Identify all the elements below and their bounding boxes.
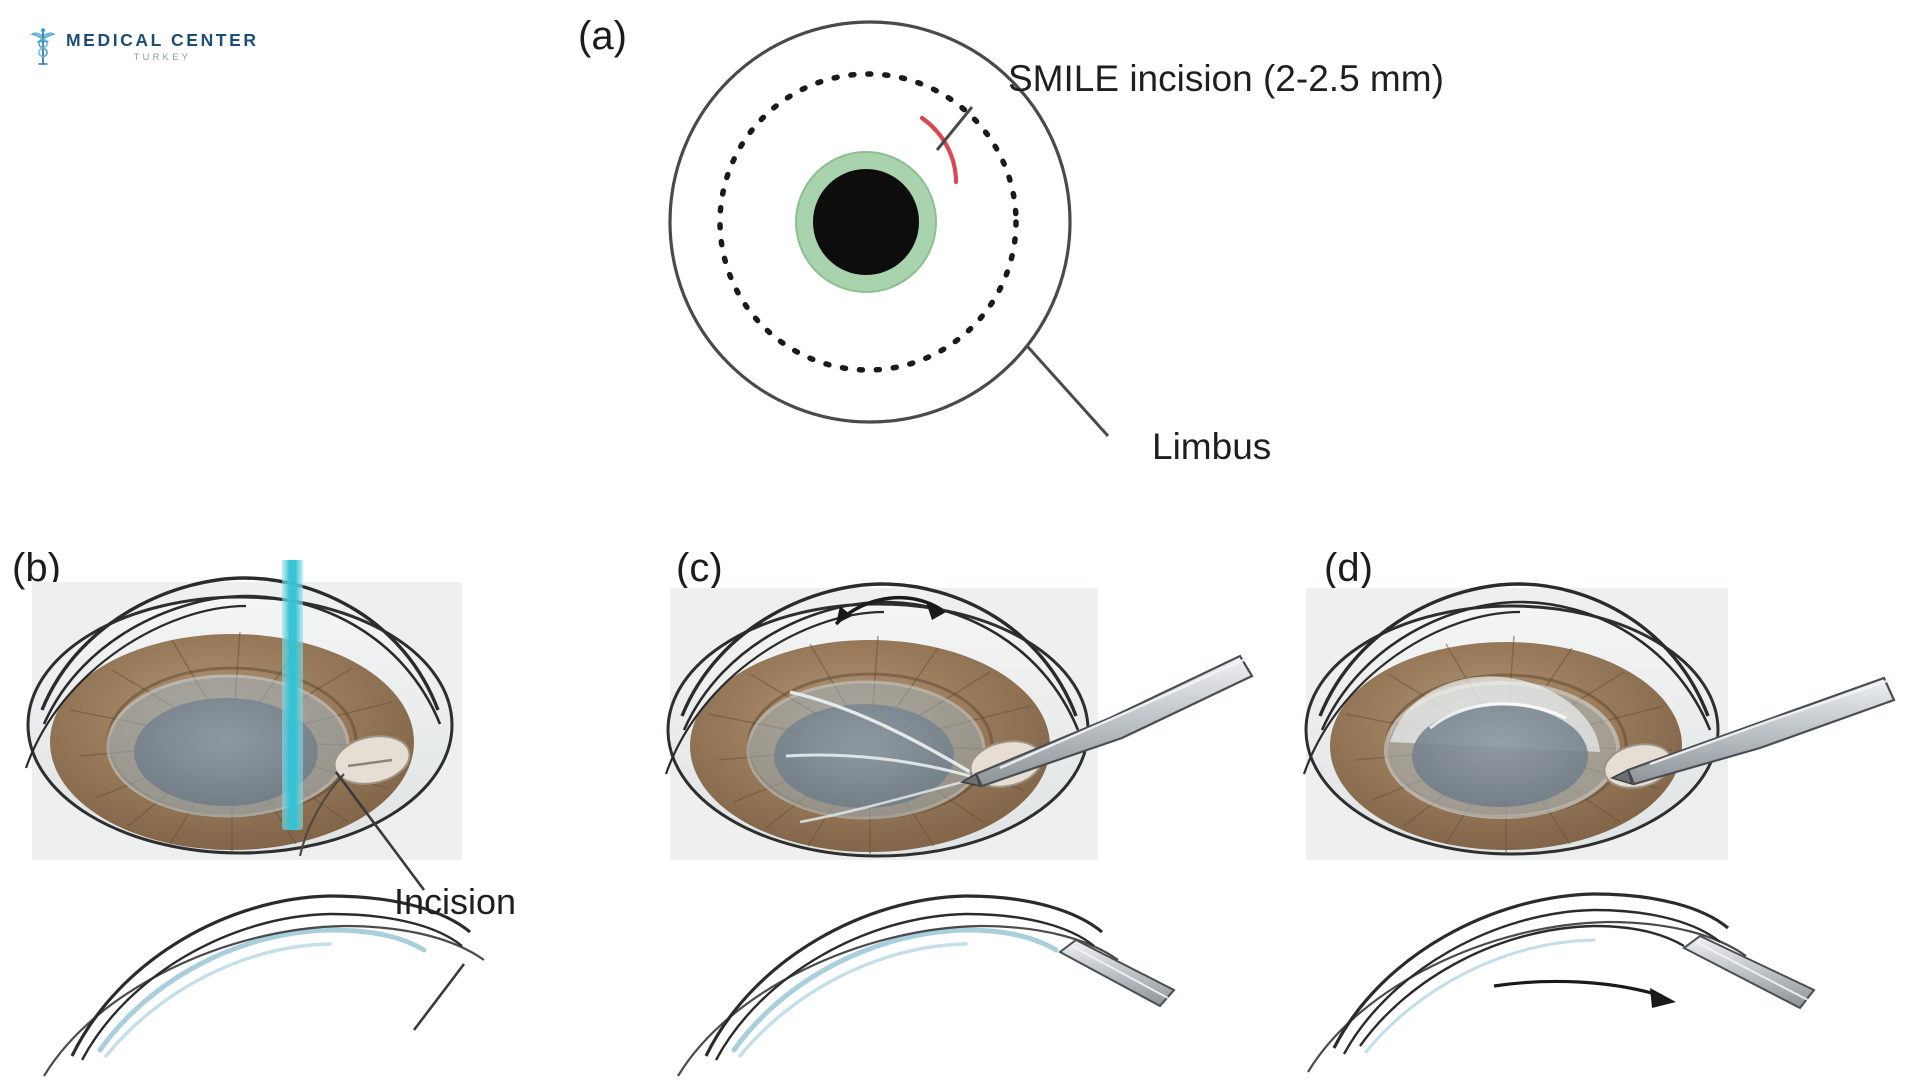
incision-slit-b bbox=[347, 758, 393, 768]
forceps-instrument-d bbox=[1609, 676, 1896, 786]
cornea-inner-outline-d bbox=[1320, 600, 1712, 731]
cross-section-lenticule-highlight-b bbox=[104, 942, 332, 1058]
watermark-subtitle: TURKEY bbox=[133, 52, 192, 63]
watermark-logo: MEDICAL CENTER TURKEY bbox=[28, 24, 278, 70]
panel-letter-c: (c) bbox=[676, 546, 723, 590]
cross-section-forceps-c bbox=[1058, 938, 1176, 1008]
extraction-arrow-line-d bbox=[1493, 979, 1663, 998]
forceps-shaft-c bbox=[974, 654, 1254, 788]
cross-section-lenticule-highlight-c bbox=[738, 942, 968, 1058]
panel-letter-d: (d) bbox=[1324, 546, 1373, 590]
limbus-leader bbox=[1026, 345, 1110, 438]
oscillation-arrow-head-left-c bbox=[836, 606, 852, 624]
iris-group-d bbox=[1330, 635, 1682, 852]
cornea-edge-left-b bbox=[24, 604, 247, 769]
cross-section-pocket-d bbox=[1359, 924, 1685, 1047]
label-incision: Incision bbox=[394, 881, 517, 922]
oscillation-arrow-head-right-c bbox=[926, 602, 946, 620]
cross-section-outer-curve-b bbox=[70, 894, 472, 1057]
forceps-highlight-c bbox=[999, 656, 1249, 770]
cross-section-lenticule-c bbox=[731, 927, 1059, 1053]
incision-cut-line-b bbox=[298, 773, 345, 857]
pupil-d bbox=[1412, 705, 1588, 807]
cross-section-forceps-shaft-c bbox=[1058, 938, 1176, 1008]
label-smile-incision: SMILE incision (2-2.5 mm) bbox=[1008, 58, 1444, 99]
panel-a-diagram bbox=[668, 20, 1110, 438]
incision-leader-upper-b bbox=[334, 771, 426, 891]
label-limbus: Limbus bbox=[1152, 426, 1272, 467]
cross-section-d bbox=[1307, 892, 1816, 1073]
watermark-title: MEDICAL CENTER bbox=[66, 29, 259, 50]
extraction-arrow-d bbox=[1493, 979, 1676, 1008]
forceps-highlight-d bbox=[1649, 678, 1891, 766]
pupil-b bbox=[134, 698, 318, 806]
pupil bbox=[813, 169, 919, 275]
cross-section-c bbox=[677, 894, 1176, 1077]
forceps-shaft-d bbox=[1626, 676, 1896, 786]
cap-dashed-circle bbox=[717, 71, 1019, 373]
incision-leader-lower-b bbox=[412, 963, 466, 1031]
smile-incision-arc bbox=[919, 115, 959, 185]
panel-c-diagram bbox=[664, 582, 1254, 1077]
dissection-plane-lower-c bbox=[799, 778, 971, 824]
cross-section-b bbox=[43, 894, 485, 1077]
cross-section-inner-curve-b bbox=[80, 912, 463, 1061]
panel-b-diagram bbox=[24, 560, 485, 1077]
cross-section-inner-curve-d bbox=[1342, 908, 1721, 1055]
cross-section-forceps-shaft-d bbox=[1682, 934, 1816, 1010]
cross-section-forceps-highlight-d bbox=[1695, 941, 1809, 1001]
incision-flap-b bbox=[333, 735, 411, 785]
cross-section-inner-curve-c bbox=[714, 912, 1095, 1061]
cornea-edge-left-c bbox=[664, 610, 885, 775]
extraction-arrow-head-d bbox=[1650, 988, 1676, 1008]
dissection-plane-upper-c bbox=[789, 690, 971, 774]
cornea-inner-outline-b bbox=[42, 594, 442, 725]
cross-section-endothelium-b bbox=[43, 924, 485, 1077]
forceps-instrument-c bbox=[959, 654, 1254, 788]
panel-letter-b: (b) bbox=[12, 546, 61, 590]
cornea-outline-c bbox=[680, 582, 1078, 717]
smile-incision-leader bbox=[935, 106, 974, 151]
cross-section-outer-curve-c bbox=[704, 894, 1104, 1057]
cross-section-residual-tint-d bbox=[1364, 938, 1596, 1054]
cross-section-endothelium-d bbox=[1307, 920, 1747, 1073]
oscillation-arrow-c bbox=[834, 595, 946, 626]
forceps-tip-c bbox=[959, 772, 982, 788]
panel-letter-a: (a) bbox=[578, 14, 627, 58]
cross-section-outer-curve-d bbox=[1332, 892, 1730, 1049]
caduceus-icon bbox=[30, 28, 56, 65]
cross-section-lenticule-b bbox=[97, 927, 427, 1053]
forceps-tip-d bbox=[1609, 768, 1634, 786]
dissection-plane-mid-c bbox=[785, 753, 971, 778]
iris-group-c bbox=[690, 635, 1050, 854]
panel-d-diagram bbox=[1302, 582, 1896, 1073]
cornea-outline-d bbox=[1318, 582, 1710, 717]
cross-section-forceps-d bbox=[1682, 934, 1816, 1010]
cornea-edge-left-d bbox=[1302, 610, 1521, 775]
cornea-inner-outline-c bbox=[682, 600, 1080, 731]
cross-section-forceps-highlight-c bbox=[1071, 945, 1169, 999]
cornea-outline-b bbox=[40, 576, 440, 711]
cap-edge-highlight-d bbox=[1428, 702, 1567, 730]
laser-beam-b bbox=[282, 560, 303, 830]
